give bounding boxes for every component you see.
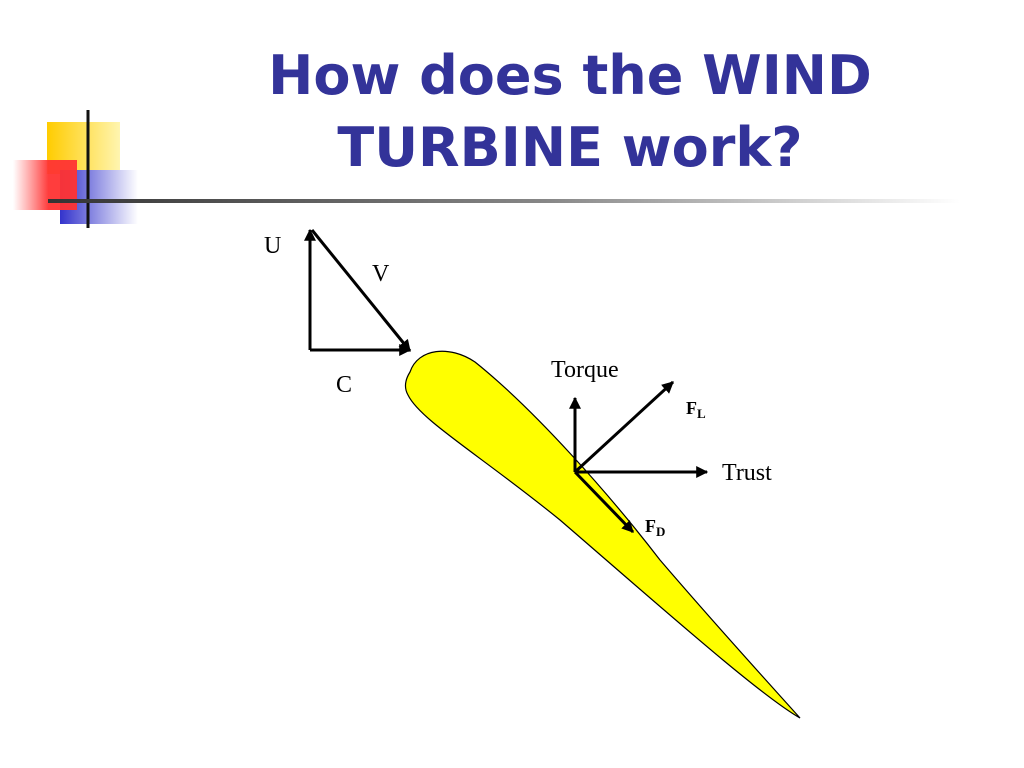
page-title: How does the WIND TURBINE work? [200, 40, 940, 184]
drag-label-sub: D [656, 524, 665, 539]
torque-label: Torque [551, 357, 619, 383]
v-arrow [310, 229, 412, 352]
v-label: V [372, 261, 390, 287]
velocity-triangle: U V C [264, 228, 412, 398]
trust-label: Trust [722, 460, 772, 486]
lift-label: FL [686, 398, 706, 421]
lift-label-sub: L [697, 406, 706, 421]
force-vectors: Torque Trust FL FD [551, 357, 772, 539]
drag-arrow [573, 470, 635, 534]
lift-label-main: F [686, 398, 697, 418]
title-underline [48, 199, 960, 203]
turbine-blade [404, 350, 801, 719]
drag-label: FD [645, 516, 665, 539]
lift-arrow [573, 380, 675, 474]
title-line-1: How does the WIND [268, 44, 872, 107]
decorative-squares [13, 110, 138, 228]
drag-label-main: F [645, 516, 656, 536]
u-label: U [264, 233, 281, 259]
c-label: C [336, 372, 352, 398]
title-line-2: TURBINE work? [337, 116, 803, 179]
